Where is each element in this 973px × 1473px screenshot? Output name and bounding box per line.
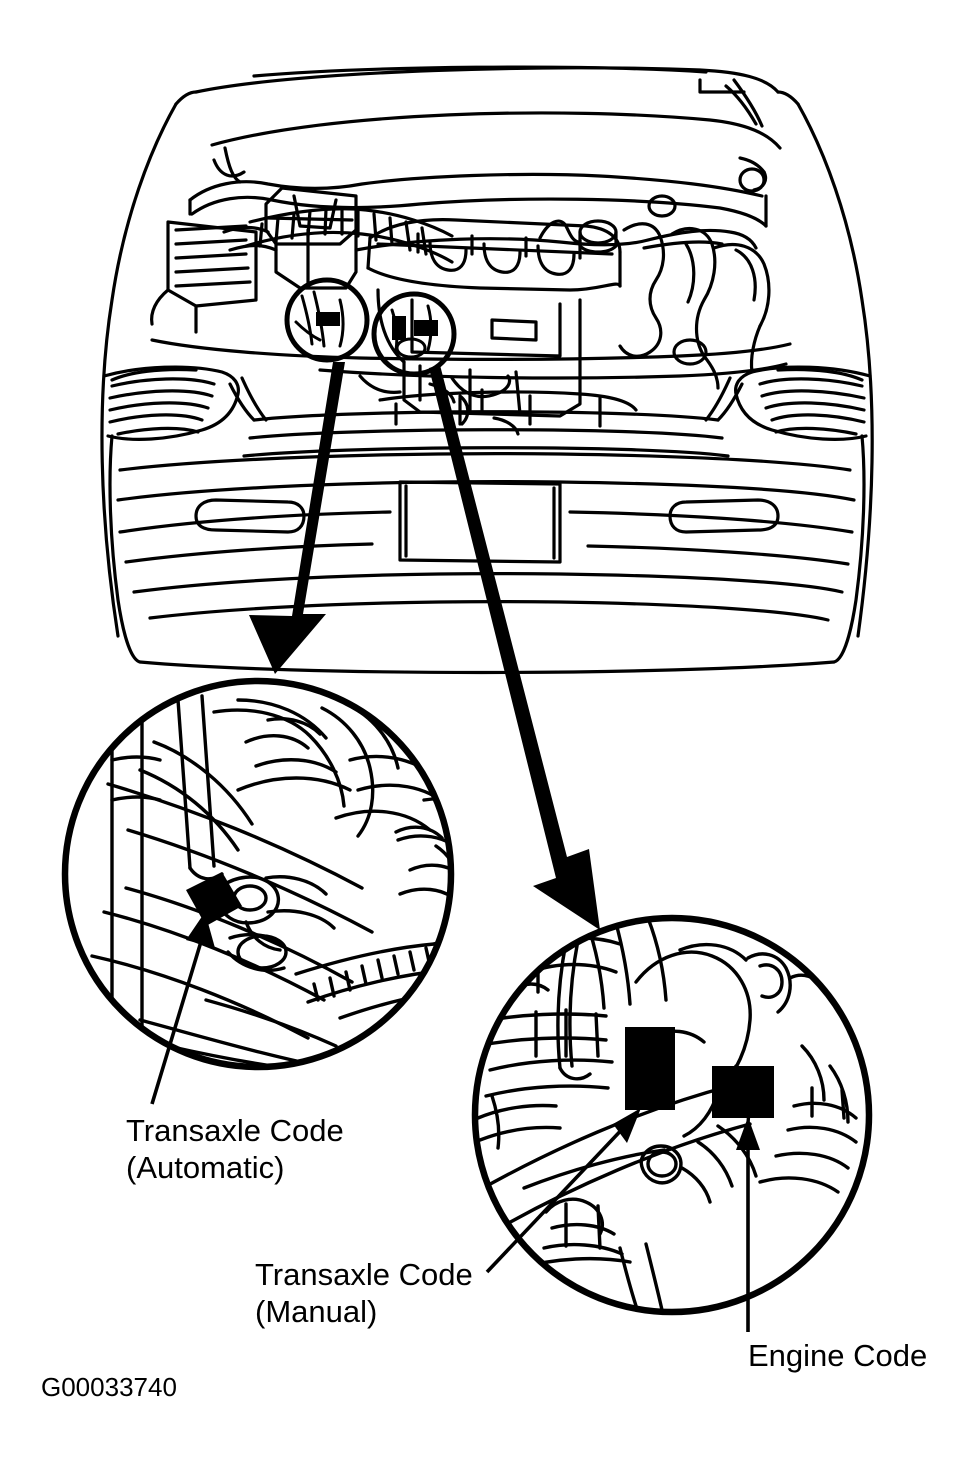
detail-view-right [475, 918, 869, 1312]
license-plate-recess [398, 480, 562, 564]
label-engine-code: Engine Code [748, 1338, 928, 1373]
detail-circle-right-border [471, 914, 873, 1316]
leader-engine-code [736, 1117, 760, 1332]
overview-callout-circles [284, 277, 457, 377]
detail-circle-left-border [61, 677, 455, 1071]
accessory-bracket [618, 222, 666, 358]
fog-recess-right [668, 498, 780, 534]
overview-circle-left [284, 277, 370, 363]
block-plate [490, 318, 538, 342]
body-outline-left [100, 102, 178, 638]
figure-id-code: G00033740 [41, 1372, 177, 1402]
code-marker-overview-left [316, 312, 340, 326]
callout-arrow-left [249, 362, 345, 674]
code-marker-engine [712, 1066, 774, 1118]
air-cleaner-box [166, 220, 258, 308]
fog-recess-left [194, 498, 306, 534]
air-intake-duct-top [248, 207, 454, 238]
code-marker-transaxle-automatic [186, 872, 242, 926]
body-lower-right [832, 434, 866, 664]
leader-arrowhead-automatic [186, 912, 215, 948]
radiator-support-top [188, 172, 764, 202]
bumper-top-left [110, 367, 198, 382]
strut-mount [672, 338, 708, 366]
hood-inner-panel [210, 111, 782, 150]
cap-fitting [647, 194, 677, 218]
headlight-left [102, 365, 240, 441]
overview-circle-right [371, 291, 457, 377]
leader-arrowhead-manual [613, 1108, 641, 1143]
leader-transaxle-automatic [150, 912, 215, 1105]
intake-runner-2 [482, 242, 522, 274]
code-marker-overview-right-b [414, 320, 438, 336]
label-transaxle-code-automatic: Transaxle Code (Automatic) [126, 1113, 344, 1185]
bumper-top-right [776, 367, 864, 382]
detail-view-left [65, 681, 451, 1067]
body-lower-left [108, 434, 142, 664]
code-marker-overview-right-a [392, 316, 406, 340]
label-transaxle-code-manual: Transaxle Code (Manual) [255, 1257, 473, 1329]
engine-block-left [376, 288, 406, 364]
grille-upper-edge [252, 410, 720, 422]
vehicle-overview [100, 65, 874, 675]
intake-runner-1 [428, 240, 468, 272]
reservoir-body [274, 228, 358, 290]
bumper-band-1 [118, 452, 852, 472]
intake-runner-3 [536, 244, 576, 276]
leader-transaxle-manual [485, 1108, 641, 1274]
leader-arrowhead-engine [736, 1117, 760, 1150]
code-marker-transaxle-manual [625, 1027, 675, 1110]
body-outline-right [796, 102, 874, 638]
callout-arrow-right [429, 365, 600, 930]
lower-crossmember [150, 338, 792, 361]
